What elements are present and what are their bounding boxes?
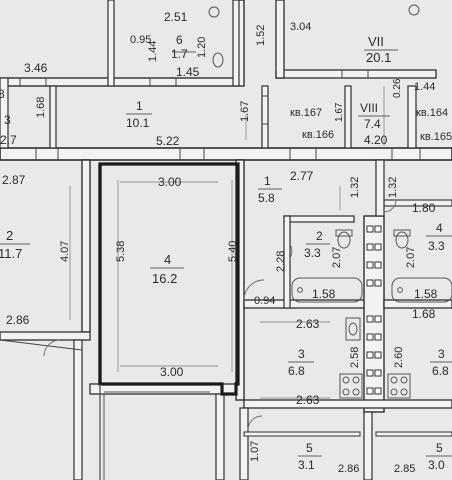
room4-dim-left: 5.38 bbox=[115, 241, 127, 262]
right-dim-c: 1.68 bbox=[412, 307, 436, 321]
left-small-num-top: 8 bbox=[0, 87, 5, 101]
room1-upper-num: 1 bbox=[136, 99, 143, 113]
viii-dim: 4.20 bbox=[364, 133, 388, 147]
room5-dim-right: 2.86 bbox=[338, 463, 359, 475]
vii-dim-left: 1.52 bbox=[255, 25, 267, 46]
room4-area: 16.2 bbox=[152, 271, 177, 286]
room2-left-num: 2 bbox=[6, 228, 13, 243]
sink-icon bbox=[393, 229, 411, 249]
top-toilet-icon bbox=[208, 4, 420, 68]
dimension-lines bbox=[69, 86, 385, 399]
top-left-dim: 3.46 bbox=[24, 61, 48, 75]
left-small-area: 2.7 bbox=[0, 133, 17, 147]
room2-left-area: 11.7 bbox=[0, 246, 22, 261]
top-center-dim-b: 1.44 bbox=[147, 41, 159, 62]
viii-kv-right: кв.164 bbox=[416, 107, 448, 119]
bathtub-right bbox=[391, 277, 452, 303]
top-center-dim-d: 1.45 bbox=[176, 65, 200, 79]
room1-upper-dim-left: 1.68 bbox=[35, 97, 47, 118]
vii-dim-r2: 1.44 bbox=[414, 81, 435, 93]
viii-dim-side: 1.67 bbox=[334, 102, 345, 122]
hall-num: 1 bbox=[264, 174, 271, 188]
hall-dim-top: 2.77 bbox=[290, 169, 314, 183]
room5-area: 3.1 bbox=[298, 458, 315, 472]
right-dim-b: 1.80 bbox=[412, 201, 436, 215]
toilet-icon bbox=[335, 229, 353, 249]
room1-upper-area: 10.1 bbox=[126, 116, 150, 130]
top-center-room-area: 1.7 bbox=[171, 47, 188, 61]
ventilation-shaft bbox=[366, 225, 382, 395]
viii-kv-left: кв.167 bbox=[290, 107, 322, 119]
vii-room-num: VII bbox=[368, 34, 384, 49]
stove-left-icon bbox=[339, 373, 363, 399]
right-room5-area: 3.0 bbox=[428, 458, 445, 472]
bath-door-dim: 0.94 bbox=[254, 295, 275, 307]
viii-room-area: 7.4 bbox=[364, 117, 381, 131]
right-room5-num: 5 bbox=[436, 441, 443, 455]
bath-area: 3.3 bbox=[304, 246, 321, 260]
stove-right-icon bbox=[387, 373, 411, 399]
room3-dim-right: 2.58 bbox=[349, 347, 361, 368]
room2-left-dim-right: 4.07 bbox=[59, 241, 71, 262]
bathtub-left bbox=[291, 277, 363, 303]
top-center-room-num: 6 bbox=[176, 33, 183, 47]
right-dim-d: 2.60 bbox=[393, 347, 405, 368]
room3-dim-top: 2.63 bbox=[296, 317, 320, 331]
room3-num: 3 bbox=[298, 347, 305, 361]
right-room3-num: 3 bbox=[438, 347, 445, 361]
room1-upper-dim-right: 1.67 bbox=[239, 101, 251, 122]
bath-dim-right: 2.07 bbox=[331, 247, 343, 268]
right-tub-dim: 1.58 bbox=[414, 287, 438, 301]
kitchen-sink-icon bbox=[345, 317, 361, 341]
top-center-dim-c: 1.20 bbox=[196, 37, 208, 58]
right-bath-dim: 2.07 bbox=[405, 247, 417, 268]
room3-dim-bottom: 2.63 bbox=[296, 393, 320, 407]
bath-tub-dim: 1.58 bbox=[312, 287, 336, 301]
hall-dim-right: 1.32 bbox=[349, 177, 361, 198]
right-dim-a: 1.32 bbox=[387, 177, 399, 198]
bath-dim-left: 2.28 bbox=[275, 251, 287, 272]
viii-kv-center: кв.166 bbox=[302, 129, 334, 141]
room4-dim-right: 5.40 bbox=[227, 241, 239, 262]
room5-num: 5 bbox=[306, 441, 313, 455]
top-center-dim-a: 0.95 bbox=[130, 34, 151, 46]
viii-room-num: VIII bbox=[360, 101, 378, 115]
bath-num: 2 bbox=[316, 229, 323, 243]
room5-dim-left: 1.07 bbox=[249, 441, 261, 462]
door-arcs bbox=[43, 199, 397, 431]
window-marks bbox=[0, 70, 421, 351]
room4-num: 4 bbox=[164, 252, 171, 267]
vii-room-area: 20.1 bbox=[366, 50, 391, 65]
right-room4-area: 3.3 bbox=[428, 239, 445, 253]
room4-dim-top: 3.00 bbox=[158, 175, 182, 189]
room2-left-dim-top: 2.87 bbox=[2, 173, 26, 187]
right-room3-area: 6.8 bbox=[432, 364, 449, 378]
top-center-dim-top: 2.51 bbox=[164, 10, 188, 24]
right-room4-num: 4 bbox=[436, 221, 443, 235]
right-dim-e: 2.85 bbox=[394, 463, 415, 475]
vii-dim-r: 0.26 bbox=[392, 78, 403, 98]
highlighted-room-outline bbox=[98, 162, 240, 396]
room1-upper-dim-bottom: 5.22 bbox=[156, 134, 180, 148]
left-small-num: 3 bbox=[4, 113, 11, 127]
viii-kv-right2: кв.165 bbox=[420, 131, 452, 143]
room3-area: 6.8 bbox=[288, 364, 305, 378]
vii-dim-top: 3.04 bbox=[290, 21, 311, 33]
hall-area: 5.8 bbox=[258, 191, 275, 205]
room2-left-dim-bottom: 2.86 bbox=[6, 313, 30, 327]
room4-dim-bottom: 3.00 bbox=[160, 365, 184, 379]
